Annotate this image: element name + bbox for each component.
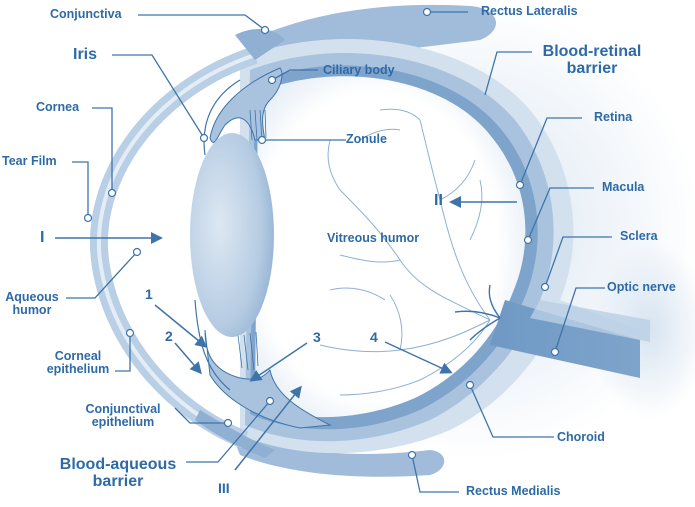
label-blood-aqueous-line2: barrier — [92, 472, 144, 490]
arrow-route-1 — [154, 304, 208, 348]
optic-nerve-sheath — [530, 300, 650, 342]
label-ciliary-body: Ciliary body — [323, 63, 395, 77]
route-marker-II: II — [434, 192, 443, 209]
arrow-route-III — [234, 385, 302, 471]
label-conjunctival-epithelium-line1: Conjunctival — [85, 402, 161, 416]
leader-corneal-epithelium — [115, 333, 131, 372]
label-cornea: Cornea — [36, 100, 80, 114]
label-sclera: Sclera — [620, 229, 658, 243]
label-blood-aqueous-line1: Blood-aqueous — [59, 456, 177, 473]
zonule-fibers-top — [249, 109, 267, 141]
leader-ciliary-body — [271, 69, 318, 81]
rectus-medialis-muscle — [230, 430, 445, 477]
conjunctiva-bottom — [195, 410, 275, 458]
leader-blood-retinal — [484, 51, 532, 96]
route-marker-3: 3 — [313, 329, 321, 345]
iris-top — [203, 79, 241, 156]
label-corneal-epithelium: Corneal epithelium — [40, 349, 116, 377]
leader-retina — [519, 117, 582, 186]
label-iris: Iris — [73, 46, 98, 63]
label-aqueous-humor: Aqueous humor — [0, 290, 64, 318]
retinal-vessels — [319, 108, 491, 396]
label-tear-film: Tear Film — [2, 154, 57, 168]
leader-macula — [527, 187, 594, 241]
cornea-inner — [96, 53, 256, 442]
route-marker-2: 2 — [165, 328, 173, 344]
label-conjunctival-epithelium: Conjunctival epithelium — [78, 402, 168, 430]
leader-iris — [112, 54, 205, 139]
label-conjunctival-epithelium-line2: epithelium — [91, 415, 155, 430]
optic-nerve — [490, 300, 640, 378]
lens — [190, 133, 274, 337]
label-choroid: Choroid — [557, 430, 605, 444]
zonule-fibers-bottom — [237, 331, 259, 371]
leader-choroid — [469, 384, 554, 438]
label-macula: Macula — [602, 180, 645, 194]
ciliary-body-top — [209, 67, 283, 143]
leader-aqueous-humor — [66, 251, 138, 299]
leader-conjunctiva — [138, 14, 266, 31]
label-blood-retinal-barrier: Blood-retinal barrier — [537, 43, 647, 78]
optic-disc-vessels — [454, 284, 501, 341]
label-vitreous-humor: Vitreous humor — [327, 231, 420, 245]
leader-blood-aqueous — [186, 400, 271, 463]
leader-cornea — [92, 107, 113, 193]
label-aqueous-humor-line2: humor — [12, 303, 52, 318]
leader-endpoints — [83, 7, 560, 460]
label-blood-aqueous-barrier: Blood-aqueous barrier — [54, 456, 182, 491]
label-rectus-medialis: Rectus Medialis — [466, 484, 561, 498]
label-aqueous-humor-line1: Aqueous — [5, 290, 59, 304]
label-rectus-lateralis: Rectus Lateralis — [481, 4, 578, 18]
leader-conjunctival-epithelium — [174, 407, 228, 424]
route-marker-I: I — [40, 229, 45, 246]
route-marker-4: 4 — [370, 329, 378, 345]
route-marker-1: 1 — [145, 286, 153, 302]
ciliary-body-bottom — [204, 329, 332, 429]
label-conjunctiva: Conjunctiva — [50, 7, 122, 21]
arrow-route-3 — [249, 342, 308, 382]
label-corneal-epithelium-line1: Corneal — [54, 349, 102, 363]
label-blood-retinal-line1: Blood-retinal — [542, 43, 642, 60]
label-corneal-epithelium-line2: epithelium — [46, 362, 110, 377]
label-optic-nerve: Optic nerve — [607, 280, 676, 294]
leader-tear-film — [72, 161, 89, 218]
route-marker-III: III — [218, 480, 230, 496]
leader-lines — [66, 12, 612, 493]
conjunctiva-top — [235, 28, 285, 60]
route-arrows — [55, 196, 517, 471]
arrow-route-4 — [384, 341, 453, 374]
label-retina: Retina — [594, 110, 633, 124]
leader-rectus-medialis — [411, 454, 459, 493]
label-blood-retinal-line2: barrier — [566, 59, 618, 77]
arrow-route-2 — [174, 342, 202, 375]
leader-optic-nerve — [554, 287, 605, 353]
leader-sclera — [544, 236, 612, 288]
iris-bottom — [194, 299, 231, 391]
label-zonule: Zonule — [346, 132, 387, 146]
